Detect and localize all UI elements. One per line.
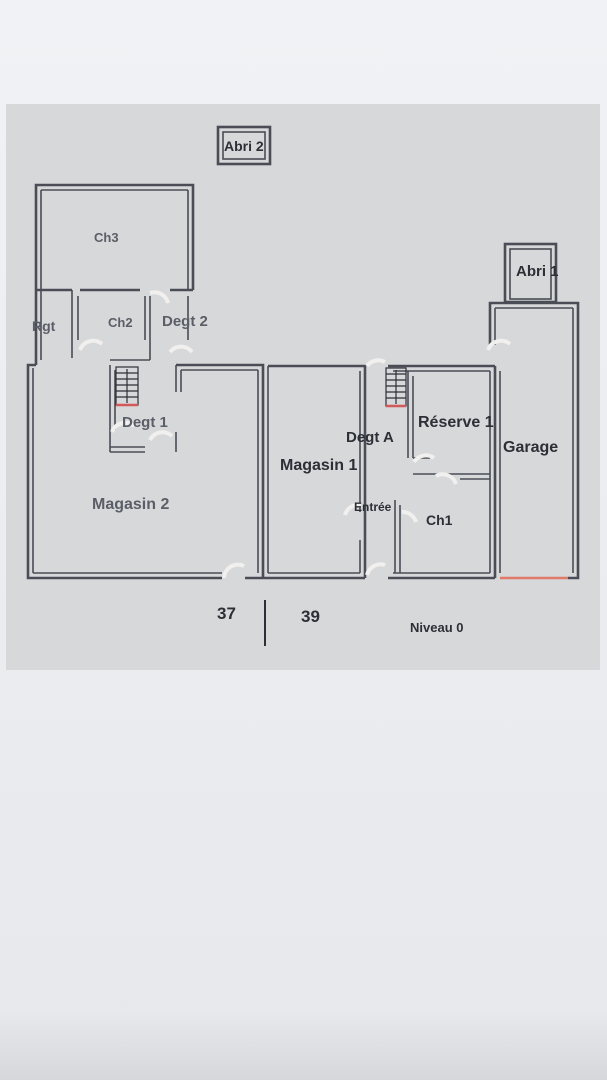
- floor-plan-background: [6, 104, 600, 670]
- label-magasin-1: Magasin 1: [280, 457, 357, 474]
- label-reserve-1: Réserve 1: [418, 414, 494, 431]
- label-degt-2: Degt 2: [162, 313, 208, 330]
- label-degt-1: Degt 1: [122, 414, 168, 431]
- label-magasin-2: Magasin 2: [92, 496, 169, 513]
- label-entree: Entrée: [354, 500, 392, 514]
- label-abri-2: Abri 2: [224, 138, 264, 154]
- label-ch1: Ch1: [426, 512, 453, 528]
- label-abri-1: Abri 1: [516, 263, 559, 280]
- stairs-left: [115, 366, 139, 407]
- house-number-39: 39: [301, 607, 320, 626]
- magasin-2-outline: [26, 363, 265, 580]
- right-middle-block: [388, 364, 495, 580]
- garage-block: [488, 242, 580, 580]
- house-number-37: 37: [217, 604, 236, 623]
- stairs-right: [385, 367, 407, 408]
- door-openings: [78, 290, 512, 579]
- label-ch3: Ch3: [94, 230, 119, 245]
- label-garage: Garage: [503, 439, 558, 456]
- label-rgt: Rgt: [32, 318, 56, 334]
- magasin-1-outline: [263, 364, 367, 580]
- abri-2-shelter: [216, 125, 272, 166]
- paper-edge-shadow: [0, 1010, 607, 1080]
- level-label: Niveau 0: [410, 620, 463, 635]
- label-degt-a: Degt A: [346, 429, 394, 446]
- label-ch2: Ch2: [108, 315, 133, 330]
- left-upper-block: [34, 183, 195, 365]
